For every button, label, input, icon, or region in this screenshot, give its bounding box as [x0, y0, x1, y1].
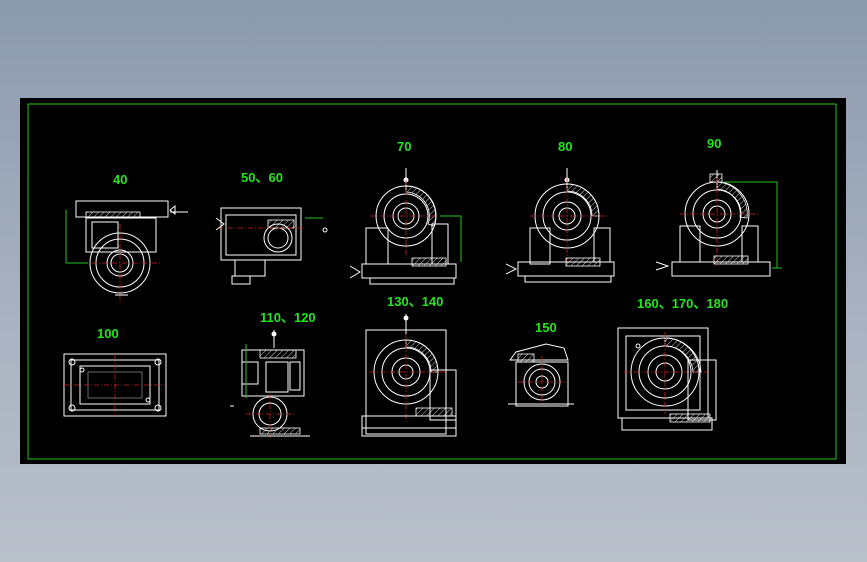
- gearbox-view-130-140: 130、140: [361, 294, 457, 437]
- gearbox-view-100: 100: [63, 326, 167, 417]
- gearbox-view-150: 150: [508, 320, 574, 407]
- gearbox-view-90: 90: [655, 136, 782, 277]
- drawing-border: [27, 103, 837, 460]
- view-label-50-60: 50、60: [241, 170, 283, 185]
- gearbox-view-40: 40: [65, 172, 188, 303]
- view-label-40: 40: [113, 172, 127, 187]
- gearbox-view-110-120: 110、120: [230, 310, 316, 438]
- view-label-130-140: 130、140: [387, 294, 443, 309]
- gearbox-view-70: 70: [349, 139, 462, 285]
- cad-drawing-canvas: 40 50、60 70: [27, 103, 837, 460]
- view-label-100: 100: [97, 326, 119, 341]
- view-label-80: 80: [558, 139, 572, 154]
- view-label-160-170-180: 160、170、180: [637, 296, 728, 311]
- gearbox-view-160-170-180: 160、170、180: [617, 296, 728, 431]
- view-label-150: 150: [535, 320, 557, 335]
- cad-drawing-sheet: 40 50、60 70: [20, 98, 846, 464]
- gearbox-view-50-60: 50、60: [215, 170, 328, 285]
- gearbox-view-80: 80: [505, 139, 615, 283]
- view-label-70: 70: [397, 139, 411, 154]
- view-label-110-120: 110、120: [260, 310, 316, 325]
- view-label-90: 90: [707, 136, 721, 151]
